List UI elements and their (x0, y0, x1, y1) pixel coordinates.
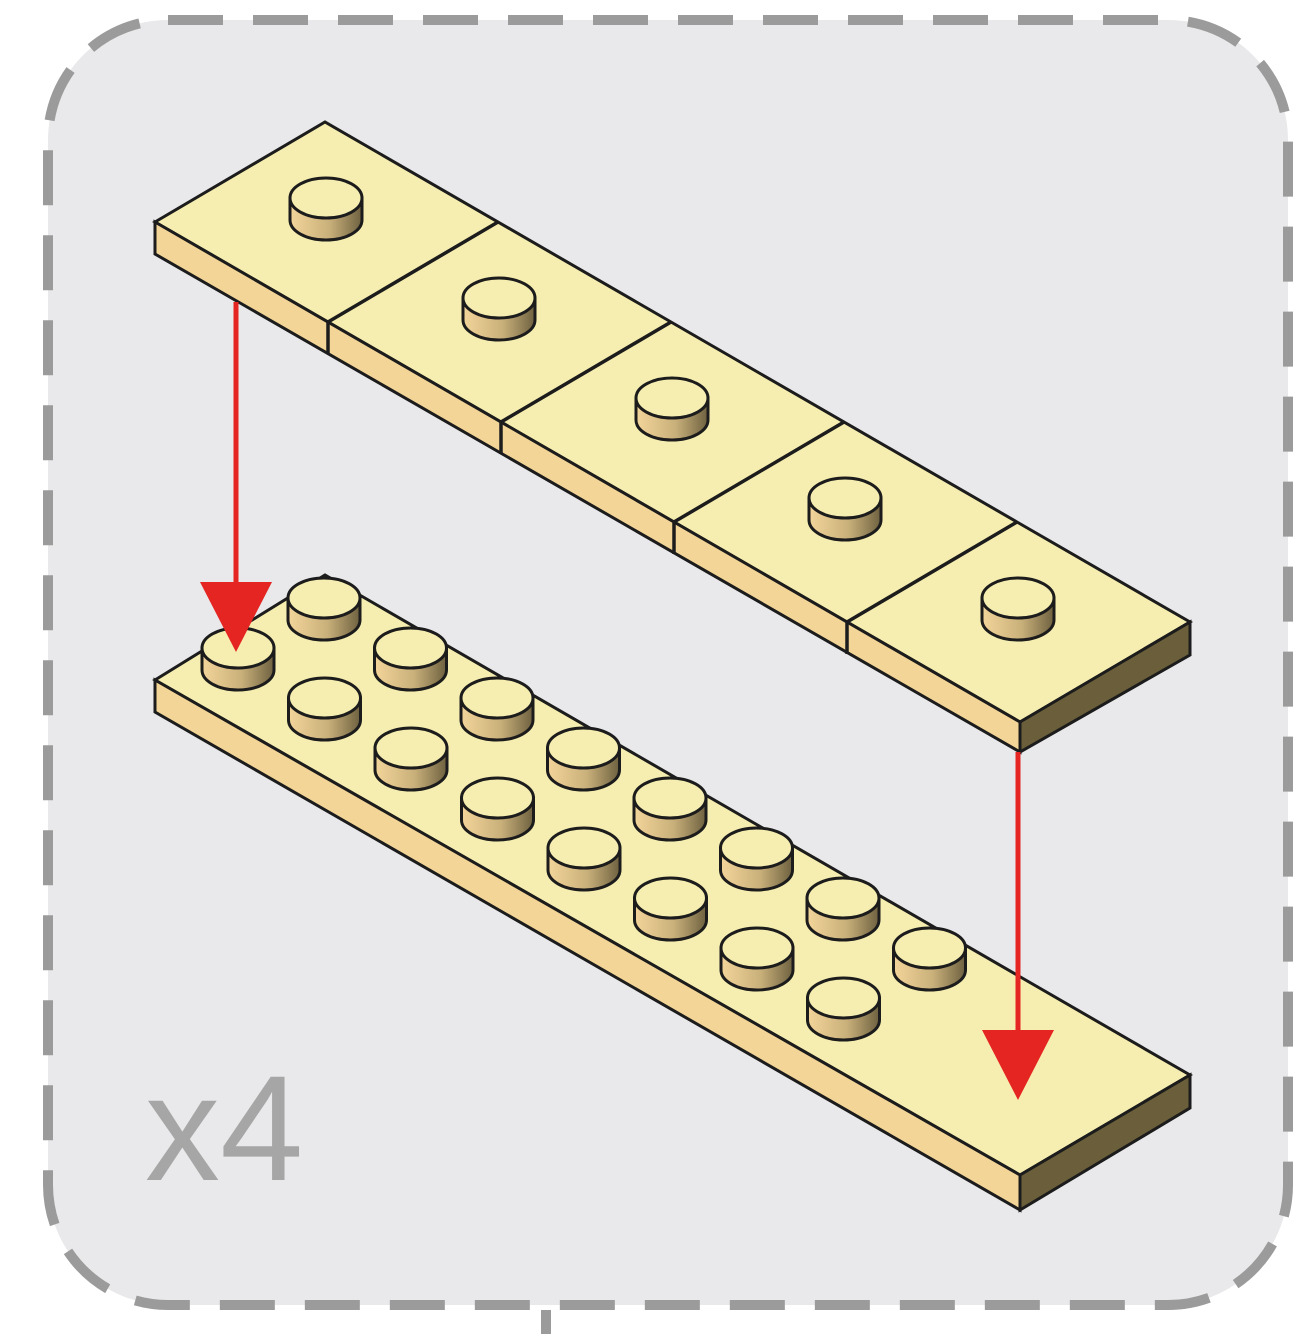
plate-stud (286, 576, 362, 642)
plate-stud (546, 826, 622, 892)
tile-stud (288, 176, 364, 242)
plate-stud (719, 926, 795, 992)
plate-stud (719, 826, 794, 892)
plate-2x8 (152, 573, 1193, 1213)
arrow-left-head (200, 582, 272, 652)
tile-stud (980, 576, 1056, 642)
plate-stud (546, 726, 621, 792)
plate-stud (459, 676, 535, 742)
assembly-arrows (200, 302, 1054, 1100)
tile-module-seams (326, 220, 1018, 654)
plate-stud (287, 676, 362, 742)
plate-stud (373, 626, 448, 692)
tile-1x5 (152, 120, 1193, 755)
tile-stud (807, 476, 883, 542)
plate-stud (460, 776, 535, 842)
tile-studs (288, 176, 1056, 642)
quantity-label: x4 (145, 1044, 303, 1212)
plate-stud (892, 926, 967, 992)
tile-stud (634, 376, 710, 442)
plate-stud (632, 776, 708, 842)
plate-end-face (1018, 1072, 1192, 1213)
plate-stud (805, 876, 881, 942)
plate-stud (373, 726, 449, 792)
plate-stud (806, 976, 881, 1042)
arrow-right-head (982, 1030, 1054, 1100)
plate-stud (633, 876, 708, 942)
plate-studs (200, 576, 967, 1042)
tile-stud (461, 276, 537, 342)
tile-end-face (1018, 619, 1192, 755)
